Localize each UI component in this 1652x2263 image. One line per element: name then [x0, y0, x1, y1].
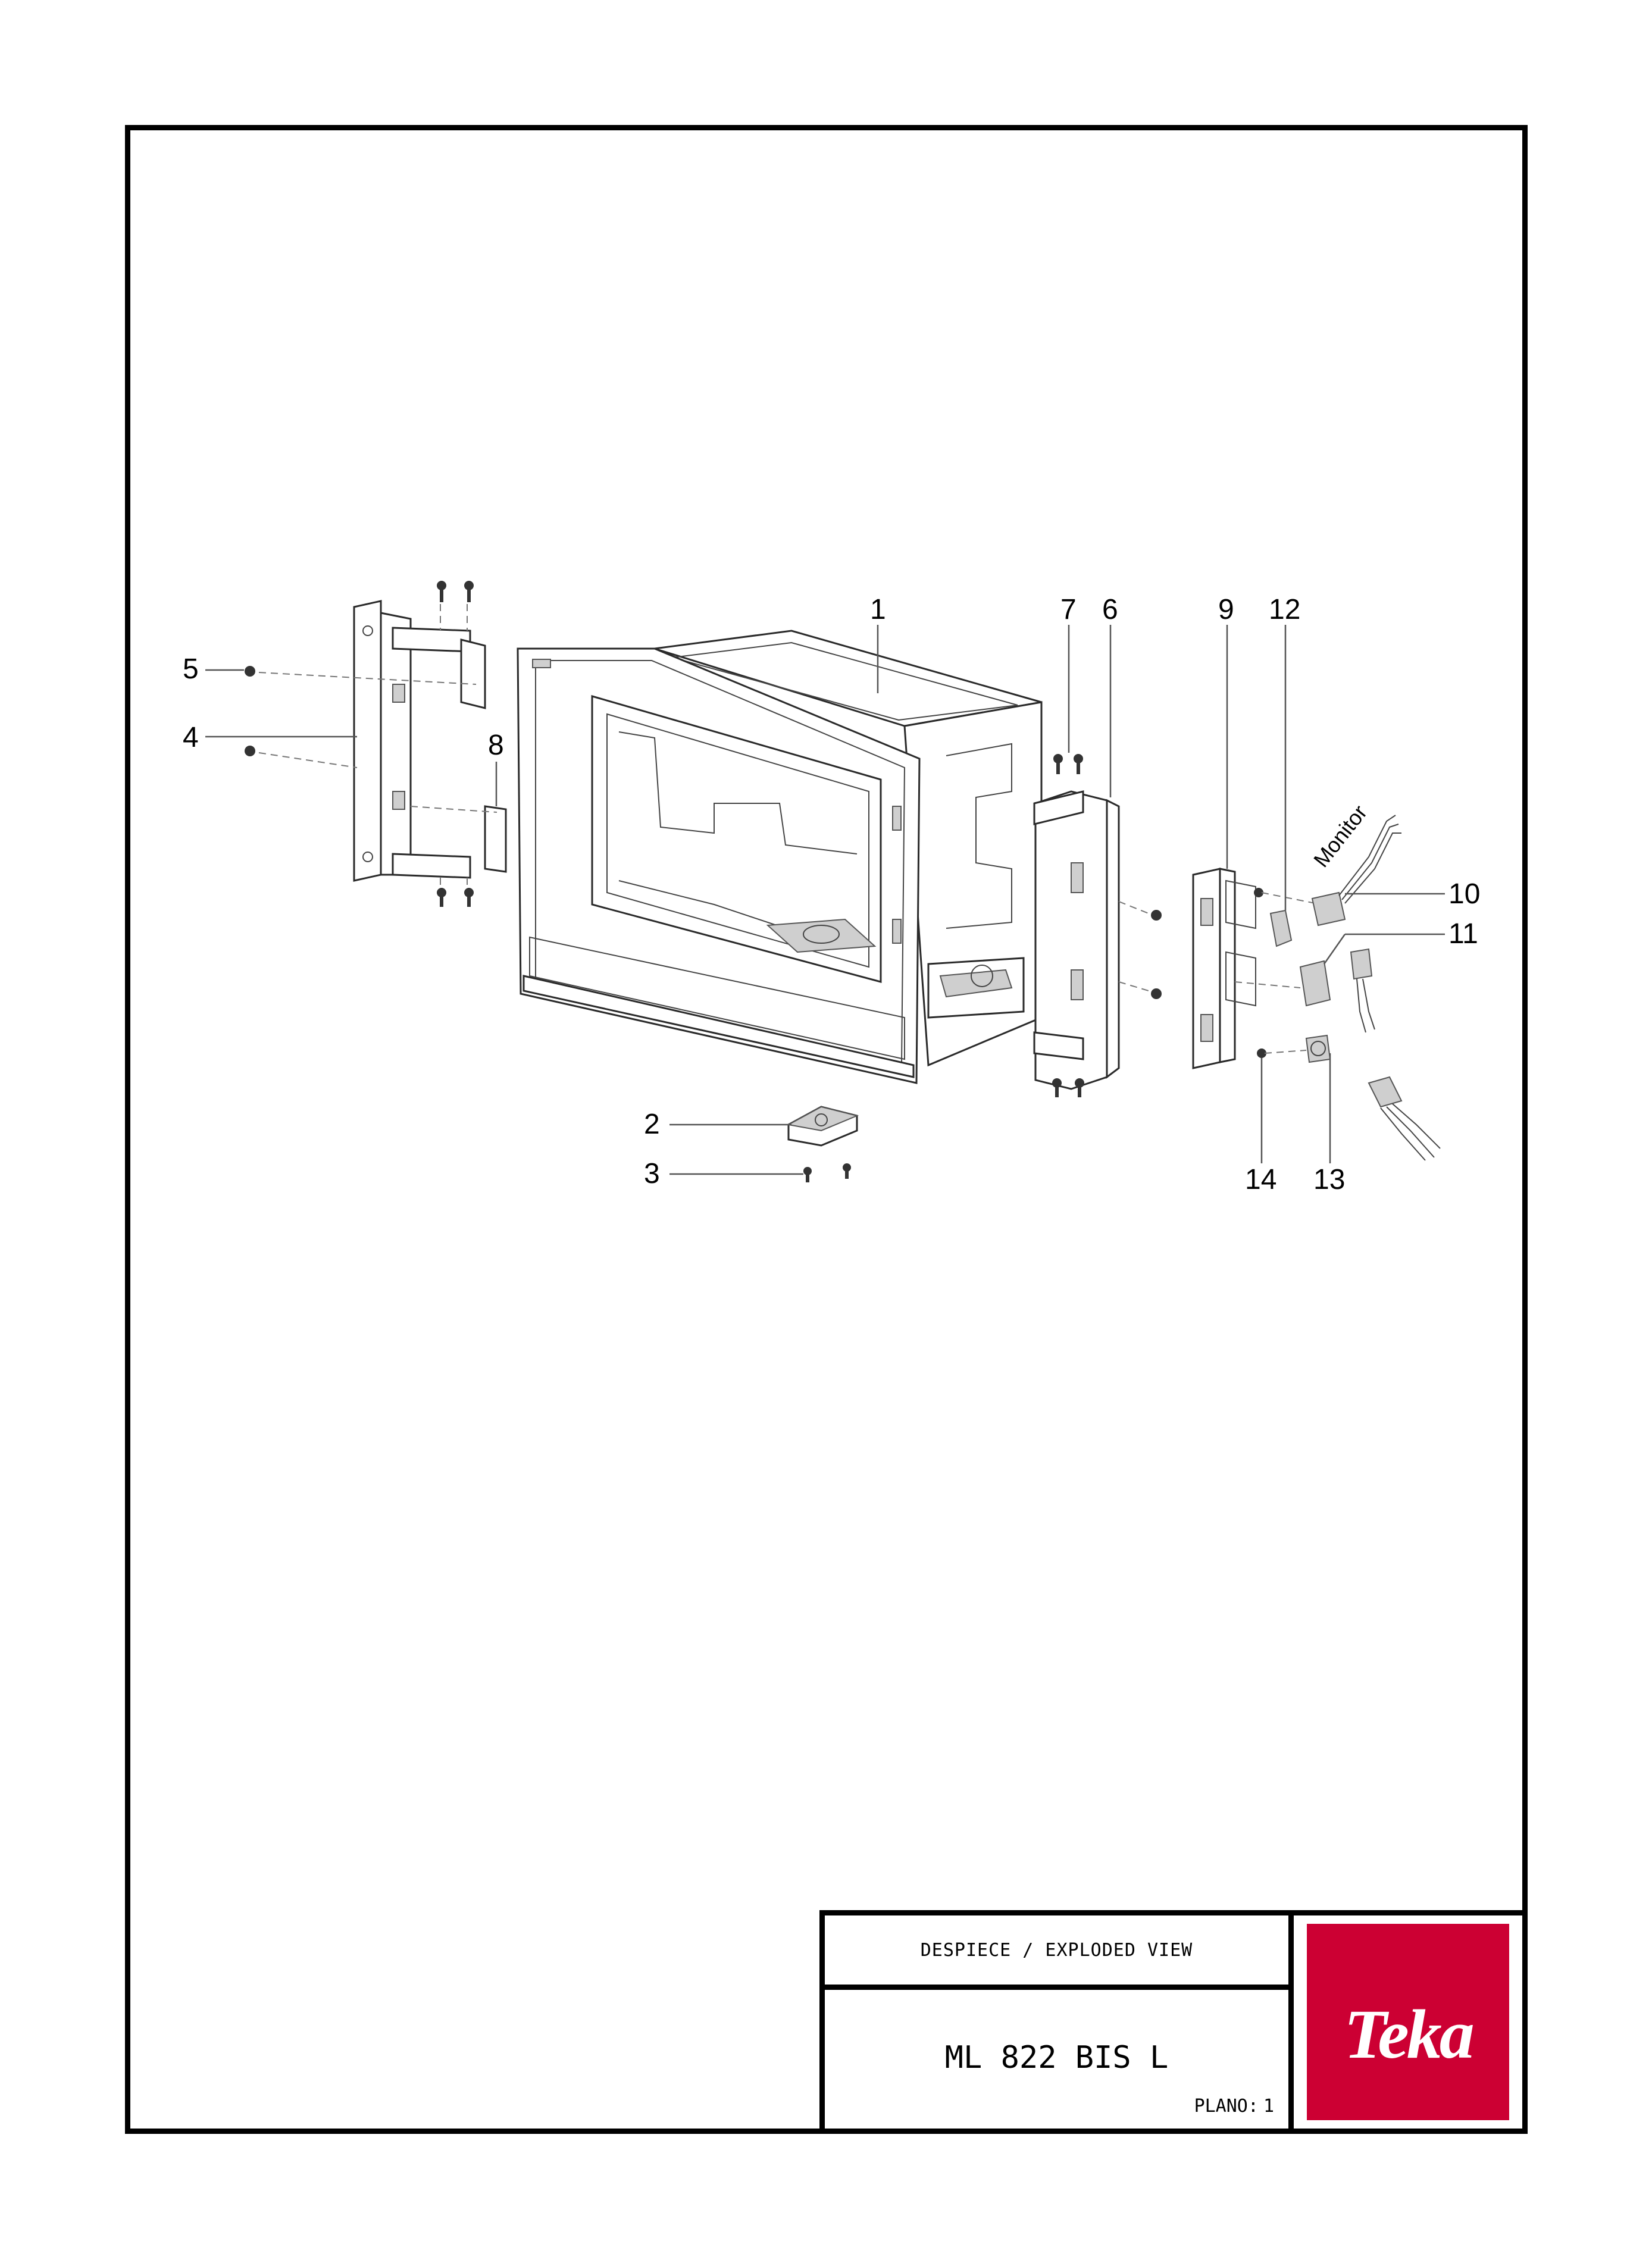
callout-label: 14 [1245, 1164, 1276, 1195]
callout-14: 14 [1245, 1058, 1276, 1195]
callout-9: 9 [1218, 594, 1234, 869]
callout-label: 8 [488, 730, 504, 761]
callout-label: 2 [644, 1109, 660, 1140]
logo-box: Teka [1288, 1910, 1528, 2134]
callout-label: 4 [183, 722, 199, 753]
teka-logo: Teka [1307, 1924, 1509, 2120]
part-9-switch-holder [1192, 868, 1256, 1069]
part-13-switch [1305, 1034, 1441, 1161]
part-10-monitor-switch [1311, 815, 1401, 927]
callout-10: 10 [1345, 878, 1480, 910]
callout-1: 1 [870, 594, 886, 693]
part-2-motor [787, 1106, 859, 1147]
plano-value: 1 [1263, 2096, 1274, 2117]
part-4-left-bracket [258, 600, 507, 893]
callout-label: 13 [1313, 1164, 1345, 1195]
title-block: DESPIECE / EXPLODED VIEW ML 822 BIS L PL… [819, 1910, 1528, 2134]
callout-label: 12 [1269, 594, 1300, 625]
callout-6: 6 [1102, 594, 1118, 797]
part-3-screws [803, 1163, 851, 1182]
callout-label: 1 [870, 594, 886, 625]
part-7-screws [1052, 754, 1162, 1097]
callout-3: 3 [644, 1158, 803, 1190]
part-14-screw [1257, 1048, 1307, 1058]
title-block-model: ML 822 BIS L PLANO:1 [819, 1985, 1294, 2134]
callout-label: 11 [1448, 918, 1478, 950]
teka-logo-text: Teka [1344, 1995, 1475, 2073]
plano-label: PLANO: [1194, 2096, 1259, 2117]
callout-label: 5 [183, 653, 199, 685]
header-text: DESPIECE / EXPLODED VIEW [920, 1939, 1193, 1961]
plano-number: PLANO:1 [1194, 2096, 1274, 2117]
callout-11: 11 [1323, 918, 1478, 965]
callout-label: 7 [1060, 594, 1077, 625]
callout-label: 9 [1218, 594, 1234, 625]
callout-4: 4 [183, 722, 357, 753]
part-5-screws [245, 581, 474, 907]
callout-2: 2 [644, 1109, 791, 1140]
callout-7: 7 [1060, 594, 1077, 753]
callout-label: 10 [1448, 878, 1480, 910]
callout-label: 6 [1102, 594, 1118, 625]
callout-label: 3 [644, 1158, 660, 1190]
part-12-lever [1254, 888, 1322, 947]
part-11-switch [1234, 948, 1375, 1033]
callout-8: 8 [488, 730, 504, 806]
monitor-cable-label: Monitor [1309, 800, 1372, 872]
model-name: ML 822 BIS L [944, 2040, 1169, 2076]
callout-13: 13 [1313, 1053, 1345, 1195]
part-1-cavity [517, 630, 1043, 1084]
callout-5: 5 [183, 653, 244, 685]
title-block-header: DESPIECE / EXPLODED VIEW [819, 1910, 1294, 1990]
callout-12: 12 [1269, 594, 1300, 910]
part-6-right-bracket [1033, 790, 1149, 1090]
